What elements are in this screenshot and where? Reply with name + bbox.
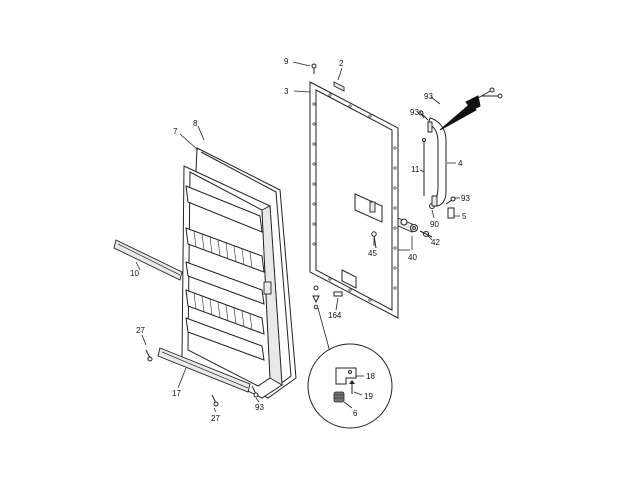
bottom-hinge-hardware <box>312 285 343 310</box>
callout-93-top: 93 <box>424 92 433 101</box>
door-top-hinge-cap <box>333 81 345 92</box>
door-bottom-hinge-cutout <box>341 269 357 289</box>
callout-17: 17 <box>172 389 181 398</box>
door-lock-slot <box>369 201 376 213</box>
callout-6: 6 <box>353 409 358 418</box>
callout-11: 11 <box>411 165 420 174</box>
screw-part-27-upper <box>145 349 153 362</box>
handle-screw-part-93-side <box>445 196 456 205</box>
door-liner-latch-tab <box>263 281 272 295</box>
shelf-rail-part-17 <box>157 347 251 393</box>
door-shelf-middle <box>185 261 265 305</box>
callout-93-handle: 93 <box>410 108 419 117</box>
callout-2: 2 <box>339 59 344 68</box>
screw-part-93-lower <box>251 385 259 398</box>
lock-nut-part-42 <box>419 230 433 238</box>
callout-93-side: 93 <box>461 194 470 203</box>
callout-93-lower: 93 <box>255 403 264 412</box>
callout-27-lower: 27 <box>211 414 220 423</box>
outer-door-panel <box>309 81 399 319</box>
callout-labels: 9 2 3 93 93 4 11 93 5 90 42 40 45 164 7 … <box>130 57 470 423</box>
door-shelf-top <box>185 185 263 233</box>
lock-cylinder-part-40 <box>397 217 418 233</box>
callout-42: 42 <box>431 238 440 247</box>
handle-screw-part-93-top <box>418 110 429 121</box>
door-shelf-rack-upper-wires <box>193 230 253 269</box>
callout-4: 4 <box>458 159 463 168</box>
door-handle-part-4 <box>427 117 447 207</box>
handle-end-cap-part-5 <box>447 207 455 219</box>
callout-19: 19 <box>364 392 373 401</box>
screw-part-27-lower <box>211 394 219 407</box>
callout-45: 45 <box>368 249 377 258</box>
door-shelf-rack-lower-wires <box>193 292 253 331</box>
callout-18: 18 <box>366 372 375 381</box>
shelf-rail-part-10 <box>113 239 183 281</box>
door-shelf-rack-upper <box>185 227 265 273</box>
callout-164: 164 <box>328 311 342 320</box>
bushing-part-6 <box>333 391 345 403</box>
hinge-pin-part-19 <box>349 380 355 394</box>
leader-lines <box>135 61 460 413</box>
door-panel-screw-holes <box>312 93 397 302</box>
callout-40: 40 <box>408 253 417 262</box>
hinge-detail-inset <box>307 307 393 429</box>
callout-10: 10 <box>130 269 139 278</box>
callout-8: 8 <box>193 119 198 128</box>
screw-part-9 <box>311 63 317 74</box>
callout-90: 90 <box>430 220 439 229</box>
callout-9: 9 <box>284 57 289 66</box>
door-liner-side-wall <box>261 205 283 386</box>
handle-clip-part-11 <box>422 138 426 196</box>
door-shelf-bottom <box>185 317 265 361</box>
handle-mount-bracket <box>439 87 503 131</box>
callout-3: 3 <box>284 87 289 96</box>
callout-5: 5 <box>462 212 467 221</box>
callout-7: 7 <box>173 127 178 136</box>
door-shelf-rack-lower <box>185 289 265 335</box>
callout-27-upper: 27 <box>136 326 145 335</box>
door-liner-assembly <box>181 147 297 399</box>
